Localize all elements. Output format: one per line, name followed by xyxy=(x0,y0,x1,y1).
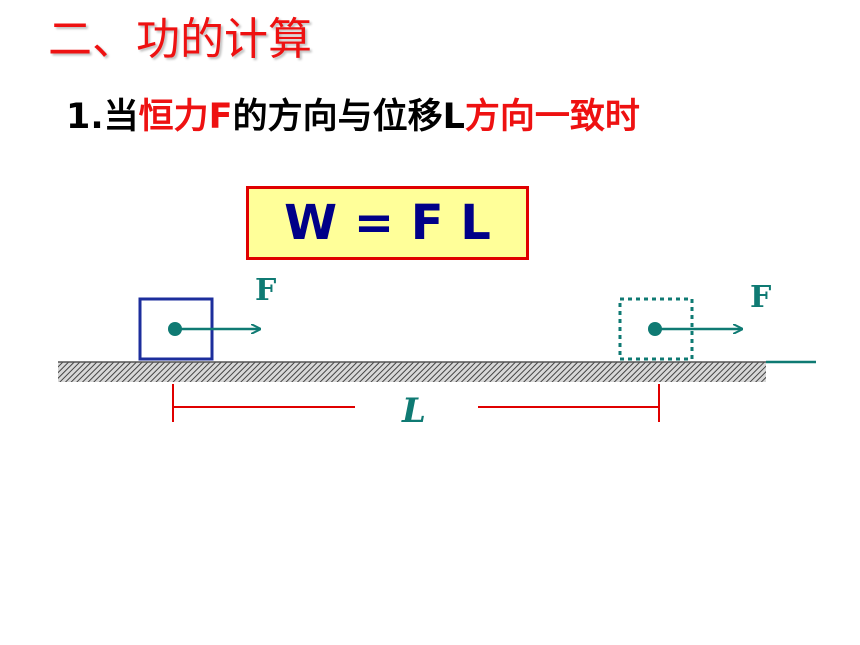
formula-text: W = F L xyxy=(284,195,491,251)
subtitle-part-direction: 的方向与位移L xyxy=(232,97,465,137)
subtitle-part-constant-force: 恒力F xyxy=(138,97,233,137)
force-label-left: F xyxy=(255,273,276,308)
formula-box: W = F L xyxy=(246,186,529,260)
subtitle-part-same-direction: 方向一致时 xyxy=(464,97,640,137)
section-title: 二、功的计算 xyxy=(48,14,312,65)
ground-surface xyxy=(58,362,766,382)
force-label-right: F xyxy=(750,280,771,315)
block-final xyxy=(618,297,694,361)
displacement-label: L xyxy=(401,391,426,431)
subtitle-part-prefix: 1.当 xyxy=(66,97,139,137)
subtitle: 1.当恒力F的方向与位移L方向一致时 xyxy=(66,92,640,142)
